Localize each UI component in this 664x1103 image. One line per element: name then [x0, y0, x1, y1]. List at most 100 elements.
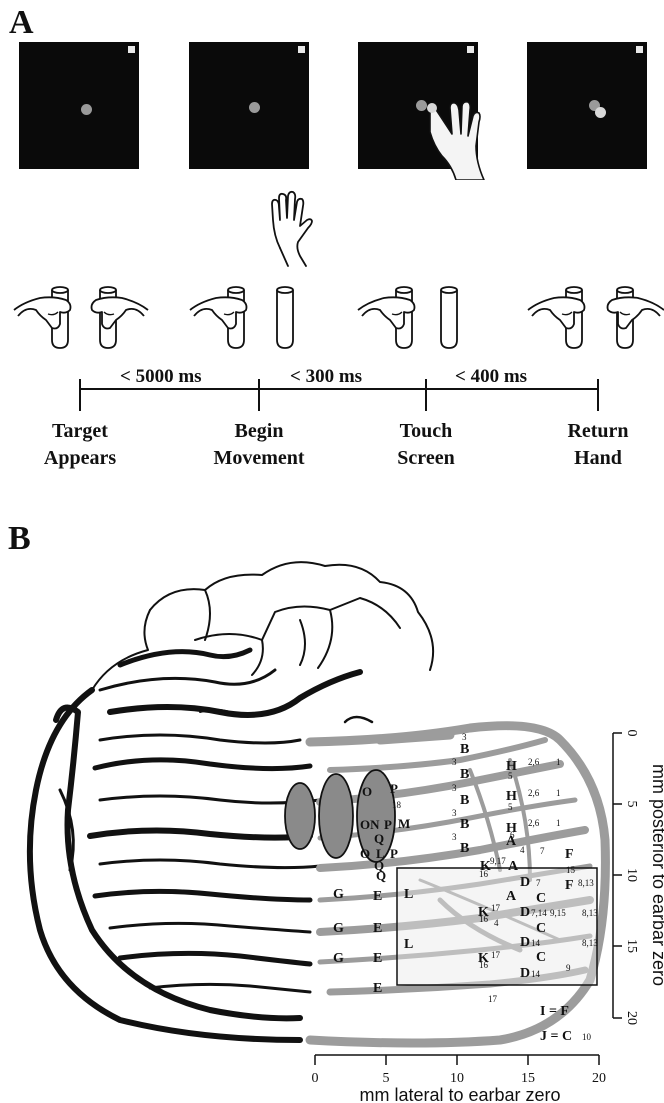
site-letter: C	[536, 921, 546, 936]
interval-touch-to-return: < 400 ms	[455, 366, 527, 388]
site-letter: D	[520, 875, 530, 890]
photodiode-marker	[636, 46, 643, 53]
site-number: 15	[566, 865, 576, 875]
site-number: 9	[566, 963, 571, 973]
x-tick-label: 5	[383, 1071, 390, 1086]
site-number: 14	[531, 969, 541, 979]
site-number: 8,13	[578, 878, 594, 888]
x-tick-label: 15	[521, 1071, 535, 1086]
vermis-outline	[92, 562, 433, 690]
site-number: 16	[479, 960, 489, 970]
event-line1: Target	[30, 418, 130, 445]
site-letter: B	[460, 817, 469, 832]
site-number: 2,6	[528, 757, 540, 767]
site-letter: C	[536, 891, 546, 906]
site-letter: E	[373, 981, 382, 996]
site-number: 7,14	[531, 908, 547, 918]
site-letter: B	[460, 793, 469, 808]
legend-subscript: 10	[582, 1032, 592, 1042]
site-letter: B	[460, 742, 469, 757]
site-letter: P	[390, 846, 398, 861]
site-letter: D	[520, 905, 530, 920]
site-number: 3	[452, 757, 457, 767]
site-letter: F	[565, 847, 574, 862]
site-letter: M	[398, 816, 410, 831]
site-number: 4	[494, 918, 499, 928]
y-tick-label: 0	[624, 730, 639, 737]
site-letter: G	[333, 887, 344, 902]
site-number: 16	[479, 869, 489, 879]
photodiode-marker	[128, 46, 135, 53]
site-number: 5	[508, 771, 513, 781]
interval-movement-to-touch: < 300 ms	[290, 366, 362, 388]
site-number: 3	[462, 732, 467, 742]
site-letter: D	[520, 935, 530, 950]
site-letter: L	[404, 887, 413, 902]
site-number: 6	[510, 830, 515, 840]
site-number: 2,6	[528, 818, 540, 828]
event-target-appears: Target Appears	[30, 418, 130, 472]
site-number: 3	[452, 808, 457, 818]
legend-line: I = F	[540, 1004, 569, 1019]
site-number: 18	[392, 800, 402, 810]
x-tick-label: 0	[312, 1071, 319, 1086]
site-number: 9,17	[490, 856, 506, 866]
touching-hand-icon	[418, 90, 488, 180]
event-line1: Touch	[376, 418, 476, 445]
target-dot	[249, 102, 260, 113]
site-letter: F	[565, 878, 574, 893]
touch-location-dot	[595, 107, 606, 118]
event-line2: Screen	[376, 445, 476, 472]
site-number: 4	[520, 845, 525, 855]
site-number: 17	[488, 994, 498, 1004]
cerebellar-map: 0 5 10 15 20 mm lateral to earbar zero 0…	[0, 540, 664, 1103]
event-line2: Movement	[200, 445, 318, 472]
x-axis-label: mm lateral to earbar zero	[359, 1085, 560, 1103]
y-tick-label: 10	[624, 868, 639, 882]
event-return-hand: Return Hand	[550, 418, 646, 472]
site-number: 17	[491, 950, 501, 960]
site-number: 1	[556, 757, 561, 767]
site-letter: O	[362, 784, 372, 799]
site-letter: Q	[374, 831, 384, 846]
site-number: 2,6	[528, 788, 540, 798]
folia-black	[30, 650, 372, 1040]
site-letter: O	[360, 846, 370, 861]
y-tick-label: 20	[624, 1011, 639, 1025]
site-number: 9,15	[550, 908, 566, 918]
legend-line: J = C	[540, 1029, 572, 1044]
interval-target-to-movement: < 5000 ms	[120, 366, 202, 388]
site-letter: G	[333, 921, 344, 936]
monitor-screen-begin-movement	[189, 42, 309, 169]
site-letter: P	[390, 781, 398, 796]
site-number: 3	[452, 832, 457, 842]
site-number: 8,13	[582, 938, 598, 948]
site-number: 5	[508, 802, 513, 812]
site-letter: A	[506, 889, 517, 904]
photodiode-marker	[467, 46, 474, 53]
site-letter: Q	[374, 858, 384, 873]
site-number: 8,13	[582, 908, 598, 918]
site-number: 16	[479, 914, 489, 924]
site-letter: E	[373, 921, 382, 936]
y-tick-label: 15	[624, 939, 639, 953]
site-letter: D	[520, 966, 530, 981]
site-letter: L	[404, 937, 413, 952]
event-line2: Appears	[30, 445, 130, 472]
x-tick-label: 10	[450, 1071, 464, 1086]
site-number: 3	[452, 783, 457, 793]
panel-a-label: A	[9, 6, 34, 40]
site-number: 1	[556, 818, 561, 828]
event-touch-screen: Touch Screen	[376, 418, 476, 472]
y-axis-label: mm posterior to earbar zero	[649, 764, 664, 986]
event-begin-movement: Begin Movement	[200, 418, 318, 472]
monitor-screen-touch	[358, 42, 478, 169]
site-letter: E	[373, 889, 382, 904]
photodiode-marker	[298, 46, 305, 53]
monitor-screen-return	[527, 42, 647, 169]
site-number: 14	[531, 938, 541, 948]
site-letter: B	[460, 841, 469, 856]
y-tick-label: 5	[624, 801, 639, 808]
site-letter: A	[508, 859, 519, 874]
site-number: 17	[491, 903, 501, 913]
